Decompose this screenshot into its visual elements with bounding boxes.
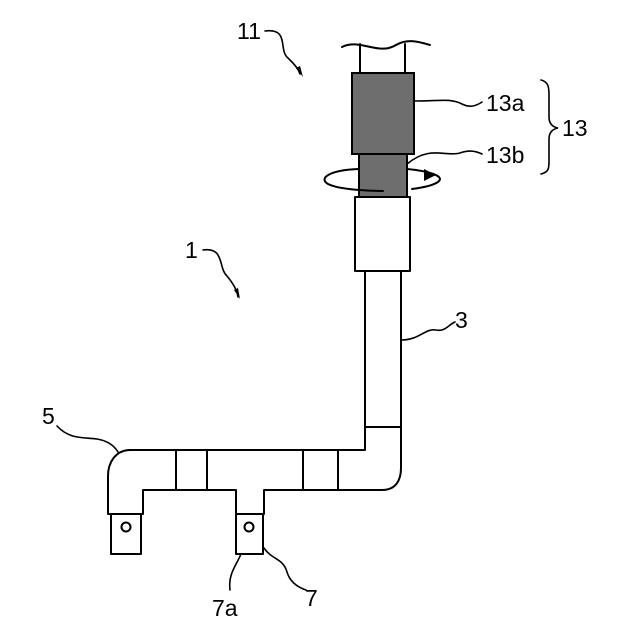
- label-5: 5: [42, 403, 55, 429]
- leader-13a: [414, 100, 482, 106]
- pipe-3: [365, 271, 401, 427]
- label-3: 3: [455, 307, 468, 333]
- leader-7: [264, 548, 306, 590]
- label-13a: 13a: [486, 90, 525, 116]
- terminal-7: [236, 514, 263, 554]
- leader-11: [265, 31, 300, 74]
- leader-13b: [407, 151, 482, 164]
- brace-13: [541, 80, 558, 174]
- sleeve-13a: [352, 73, 414, 154]
- label-7: 7: [305, 585, 318, 611]
- label-7a: 7a: [212, 595, 238, 621]
- leader-5: [57, 426, 118, 452]
- arrow-1-icon: [234, 288, 240, 299]
- label-13: 13: [562, 115, 588, 141]
- leader-3: [401, 322, 455, 340]
- leader-7a: [230, 554, 241, 590]
- pipe-5: [108, 427, 401, 514]
- leader-1: [203, 250, 238, 297]
- terminal-left: [111, 514, 141, 554]
- label-1: 1: [185, 237, 198, 263]
- arrow-11-icon: [296, 66, 303, 77]
- label-13b: 13b: [486, 142, 524, 168]
- label-11: 11: [237, 18, 261, 44]
- fitting: [355, 197, 410, 271]
- cable-11: [342, 41, 430, 72]
